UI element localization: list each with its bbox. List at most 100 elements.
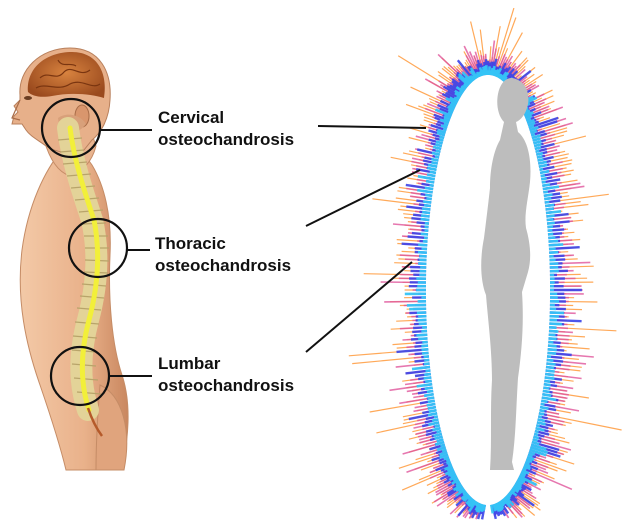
- aura-ray: [547, 353, 556, 354]
- aura-ray: [434, 434, 442, 436]
- aura-ray: [421, 346, 428, 347]
- aura-ray: [536, 153, 543, 155]
- aura-ray: [542, 398, 556, 400]
- aura-ray: [409, 309, 426, 310]
- aura-ray: [547, 360, 554, 361]
- aura-ray: [545, 377, 555, 378]
- aura-ray: [418, 252, 427, 253]
- aura-ray: [428, 401, 435, 402]
- aura-ray: [545, 205, 554, 206]
- aura-ray: [544, 384, 551, 385]
- aura-ray: [428, 413, 437, 415]
- aura-ray: [544, 381, 550, 382]
- aura-ray: [541, 175, 545, 176]
- aura-ray: [435, 144, 442, 146]
- aura-ray: [426, 371, 431, 372]
- aura-ray: [435, 425, 440, 426]
- cervical-label: Cervical osteochandrosis: [158, 107, 294, 151]
- aura-ray: [534, 434, 538, 435]
- aura-ray: [439, 140, 443, 141]
- aura-ray: [448, 464, 452, 466]
- aura-ray: [538, 416, 542, 417]
- aura-ray: [546, 209, 554, 210]
- aura-ray: [543, 388, 549, 389]
- aura-ray: [534, 144, 541, 146]
- aura-ray: [421, 216, 430, 217]
- aura-ray: [425, 381, 432, 382]
- thoracic-label-line1: Thoracic: [155, 233, 291, 255]
- aura-ray: [425, 195, 432, 196]
- aura-ray: [428, 398, 435, 399]
- aura-ray: [422, 353, 429, 354]
- aura-ray: [548, 241, 558, 242]
- aura-ray: [533, 437, 539, 439]
- aura-ray: [432, 419, 438, 420]
- aura-ray: [436, 151, 441, 152]
- aura-ray: [431, 162, 437, 163]
- aura-ray: [435, 437, 443, 439]
- aura-ray: [549, 331, 559, 332]
- aura-ray: [533, 141, 541, 143]
- aura-ray: [533, 439, 538, 440]
- aura-ray: [536, 428, 545, 430]
- eye: [24, 96, 32, 100]
- aura-ray: [443, 129, 447, 130]
- aura-ray: [428, 165, 437, 167]
- aura-ray: [549, 252, 558, 253]
- aura-ray: [424, 205, 431, 206]
- aura-ray: [525, 462, 529, 464]
- aura-ray: [442, 450, 446, 451]
- aura-ray: [427, 404, 436, 406]
- aura-ray: [547, 219, 554, 220]
- aura-ray: [546, 211, 561, 213]
- aura-ray: [430, 172, 436, 173]
- aura-ray: [444, 124, 448, 126]
- aura-ray: [531, 134, 535, 135]
- aura-ray: [412, 367, 430, 369]
- lumbar-pointer-line: [306, 262, 412, 352]
- aura-ray: [547, 223, 555, 224]
- aura-ray: [546, 216, 554, 217]
- aura-ray: [430, 185, 434, 186]
- aura-ray: [444, 457, 449, 459]
- aura-ray: [532, 442, 539, 444]
- aura-ray: [536, 151, 540, 152]
- aura-ray: [426, 181, 434, 182]
- aura-ray: [421, 219, 430, 220]
- aura-ray: [541, 178, 547, 179]
- aura-ray: [440, 445, 445, 446]
- aura-ray: [549, 244, 564, 245]
- aura-ray: [539, 410, 544, 411]
- aura-ray: [537, 156, 543, 157]
- aura-ray: [425, 388, 433, 389]
- aura-ray: [446, 462, 450, 464]
- aura-ray: [541, 401, 547, 402]
- aura-ray: [431, 159, 438, 161]
- aura-ray: [434, 416, 438, 417]
- aura-ray: [433, 147, 441, 149]
- aura-ray: [428, 407, 436, 409]
- aura-ray: [427, 391, 433, 392]
- lumbar-label-line1: Lumbar: [158, 353, 294, 375]
- aura-ray: [491, 505, 493, 514]
- aura-ray: [538, 419, 545, 421]
- aura-ray: [530, 131, 536, 133]
- aura-ray: [548, 346, 557, 347]
- aura-ray: [546, 364, 555, 365]
- aura-ray: [432, 153, 440, 155]
- aura-ray: [538, 162, 547, 164]
- anatomy-figure: [12, 48, 152, 470]
- aura-ray: [424, 356, 429, 357]
- aura-ray: [423, 202, 431, 203]
- aura-ray: [422, 209, 431, 210]
- aura-ray: [539, 169, 543, 170]
- lumbar-label-line2: osteochandrosis: [158, 375, 294, 397]
- thoracic-pointer-line: [306, 170, 420, 226]
- aura-ray: [539, 165, 547, 167]
- thoracic-label: Thoracic osteochandrosis: [155, 233, 291, 277]
- aura-ray: [544, 198, 551, 199]
- aura-ray: [535, 147, 541, 149]
- aura-ray: [545, 202, 550, 203]
- aura-ray: [544, 195, 553, 196]
